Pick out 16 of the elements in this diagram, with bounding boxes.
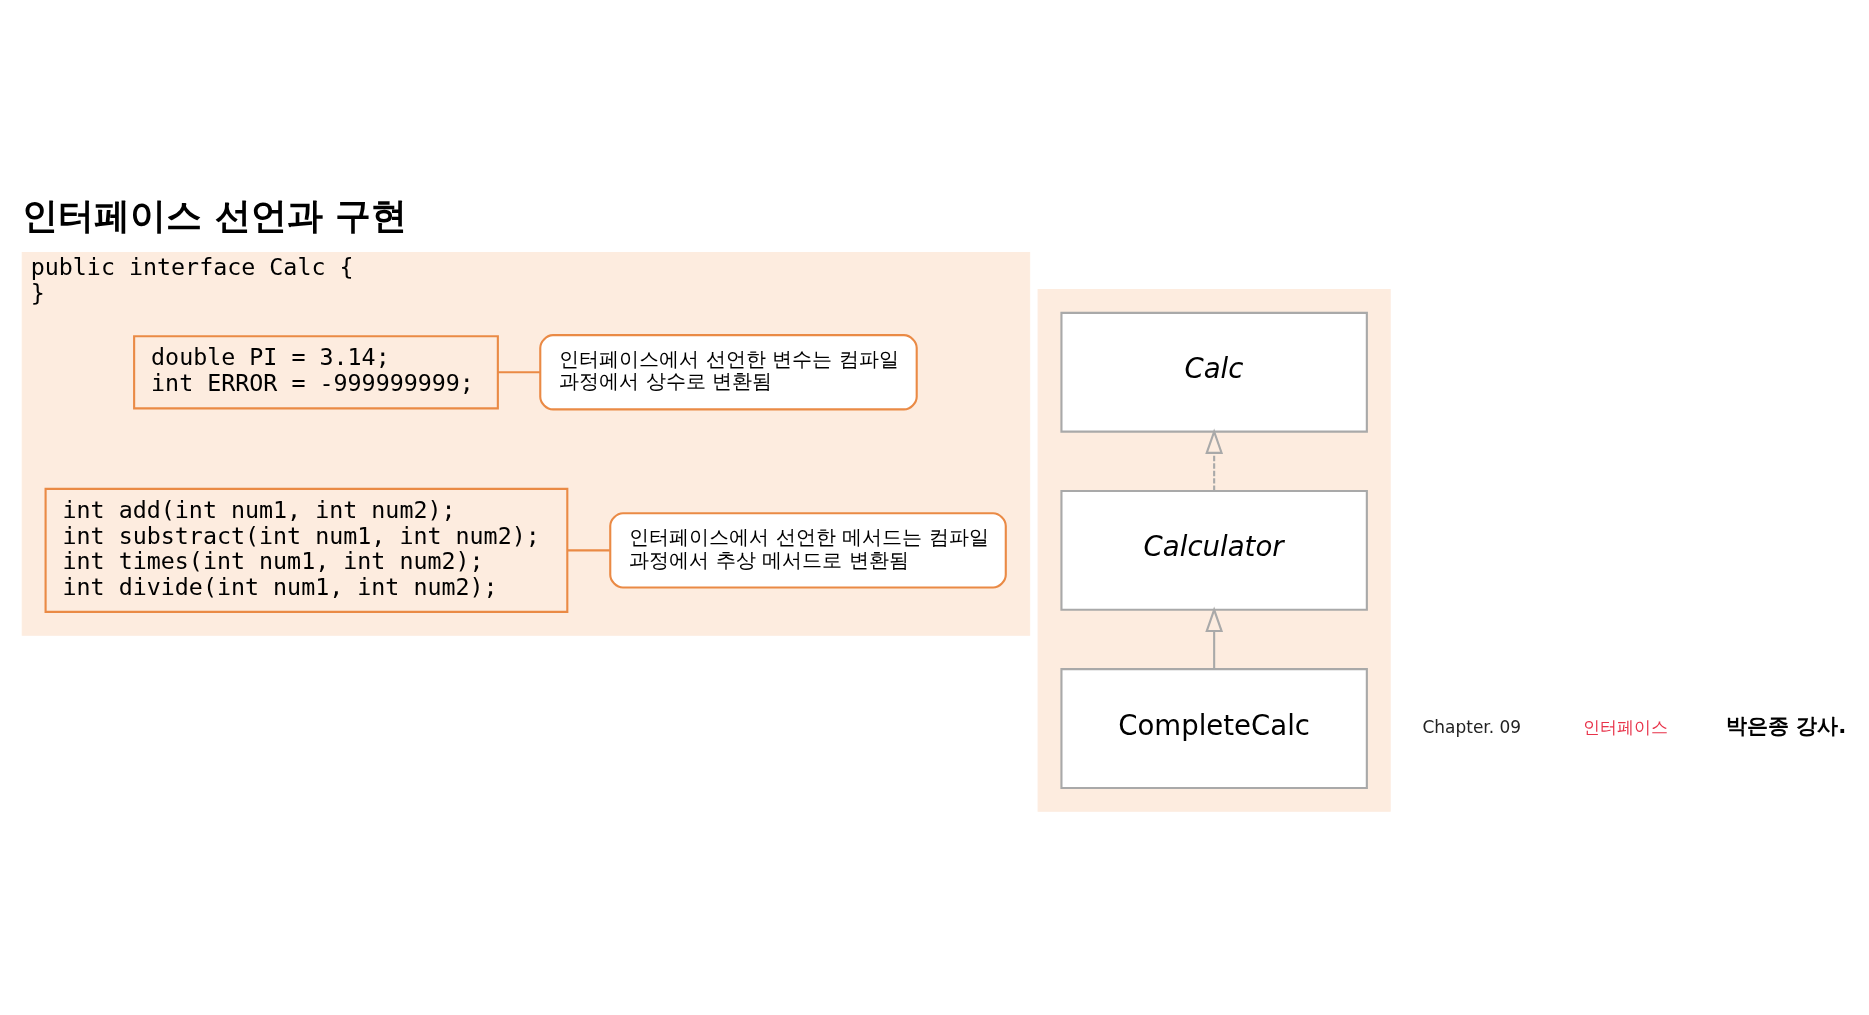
label: 박은종 강사. [1725,712,1846,738]
connector [497,370,540,373]
arrow [1204,606,1223,669]
label: 인터페이스 [1582,716,1668,737]
node-box: Calculator [1059,489,1368,611]
node-box: 인터페이스에서 선언한 메서드는 컴파일 과정에서 추상 메서드로 변환됨 [608,511,1007,589]
label: Chapter. 09 [1422,716,1521,737]
connector [567,548,610,551]
node-box: int add(int num1, int num2); int substract(int num1, int num2); int times(int num1, int num2); int divide(int num1, int num2); [44,487,568,613]
node-box: double PI = 3.14; int ERROR = -999999999; [132,334,499,409]
node-box: Calc [1059,311,1368,433]
node-box: 인터페이스에서 선언한 변수는 컴파일 과정에서 상수로 변환됨 [538,333,918,410]
diagram-title: 인터페이스 선언과 구현 [21,194,407,237]
arrow [1204,427,1223,491]
node-box: CompleteCalc [1059,667,1368,789]
cluster [1037,288,1391,812]
